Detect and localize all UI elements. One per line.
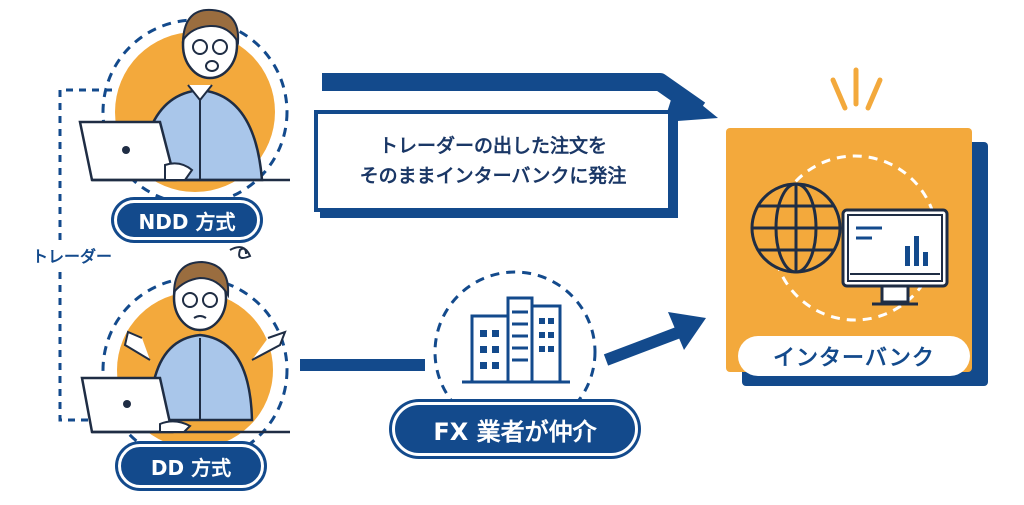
ndd-arrowhead <box>664 84 718 122</box>
interbank-box <box>726 67 988 386</box>
trader-label: トレーダー <box>12 243 132 267</box>
trader-label-text: トレーダー <box>31 247 112 266</box>
interbank-label: インターバンク <box>738 336 970 376</box>
dd-trader-illustration <box>80 246 290 464</box>
monitor-icon <box>841 208 949 306</box>
dd-label: DD 方式 <box>118 444 264 488</box>
ndd-description-box: トレーダーの出した注文を そのままインターバンクに発注 <box>314 110 672 212</box>
broker-to-interbank-line <box>603 324 688 366</box>
ndd-description-line-1: トレーダーの出した注文を <box>378 135 607 157</box>
globe-icon <box>750 182 842 274</box>
ndd-label-text: NDD 方式 <box>138 209 236 234</box>
broker-label-text: FX 業者が仲介 <box>433 417 597 446</box>
ndd-trader-illustration <box>78 8 290 206</box>
broker-label: FX 業者が仲介 <box>392 402 638 456</box>
interbank-label-text: インターバンク <box>773 346 935 371</box>
ndd-arrow <box>322 73 706 118</box>
ndd-label: NDD 方式 <box>114 200 260 240</box>
ndd-description-line-2: そのままインターバンクに発注 <box>359 165 627 187</box>
dd-label-text: DD 方式 <box>150 455 232 480</box>
dd-arrowhead <box>668 312 706 350</box>
trader-bracket <box>58 88 112 422</box>
building-icon <box>433 270 597 434</box>
